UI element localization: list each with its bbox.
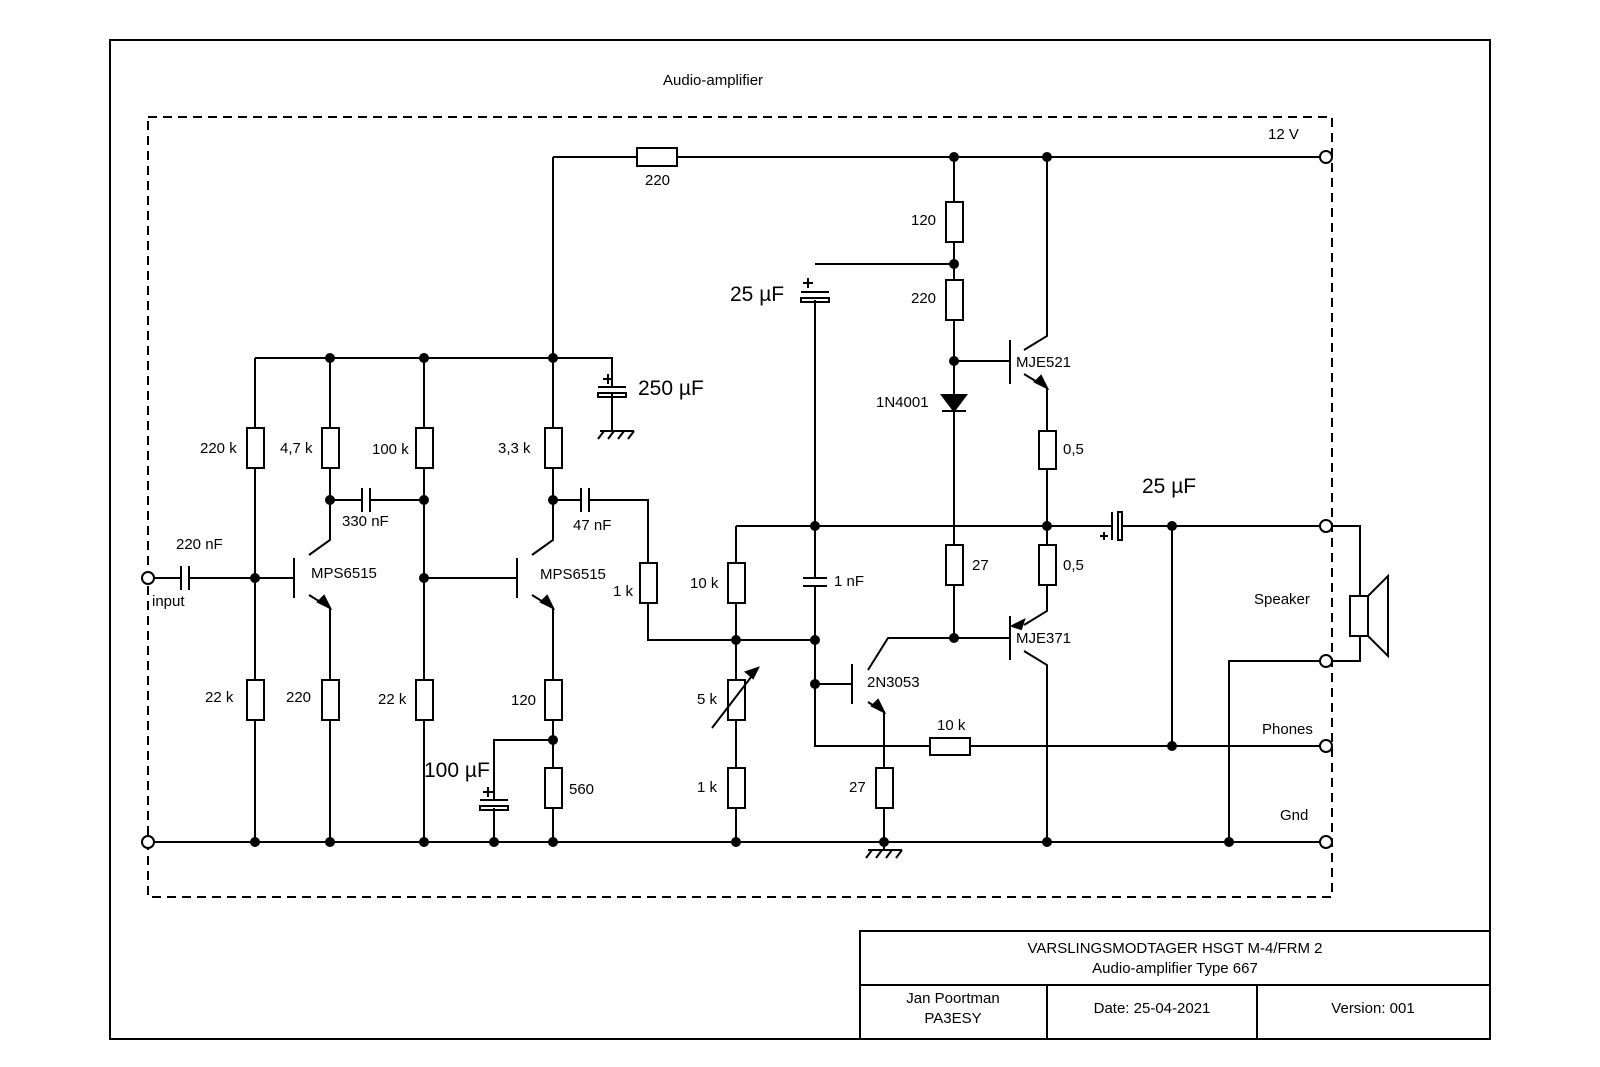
capacitor-330nf (361, 488, 371, 512)
ground-symbol (865, 842, 903, 859)
label-r-feedback: 10 k (937, 717, 966, 734)
label-r-1k-bottom: 1 k (697, 779, 718, 796)
label-q3: MJE521 (1016, 354, 1071, 371)
label-c-output: 25 µF (1142, 475, 1196, 498)
supply-label: 12 V (1268, 126, 1299, 143)
drawing-title: Audio-amplifier (663, 72, 763, 89)
terminals (141, 150, 1333, 849)
label-r-q1-bias-top: 220 k (200, 440, 237, 457)
resistor-q2-collector (544, 427, 563, 469)
label-c-input: 220 nF (176, 536, 223, 553)
capacitor-output (1100, 511, 1123, 541)
capacitor-100uf (479, 787, 509, 811)
capacitor-47nf (580, 488, 590, 512)
resistor-q2-emitter-a (544, 679, 563, 721)
title-block-author: Jan Poortman (906, 990, 999, 1007)
label-diode: 1N4001 (876, 394, 929, 411)
label-gnd: Gnd (1280, 807, 1308, 824)
label-r-q1-emitter: 220 (286, 689, 311, 706)
speaker-terminal-b (1319, 654, 1333, 668)
title-block-date: Date: 25-04-2021 (1094, 1000, 1211, 1017)
title-block: VARSLINGSMODTAGER HSGT M-4/FRM 2 Audio-a… (859, 930, 1491, 1040)
resistor-q5-emitter (875, 767, 894, 809)
labels: input Speaker Phones Gnd MPS6515 MPS6515… (152, 172, 1313, 824)
label-r-out-120: 120 (911, 212, 936, 229)
resistor-emitter-bot (1038, 544, 1057, 586)
potentiometer-5k (727, 679, 746, 721)
gnd-terminal-right (1319, 835, 1333, 849)
label-speaker: Speaker (1254, 591, 1310, 608)
drawing-frame (109, 39, 1491, 1040)
label-r-q2-collector: 3,3 k (498, 440, 531, 457)
label-c-coupling: 330 nF (342, 513, 389, 530)
resistor-10k-top (727, 562, 746, 604)
label-r-emitter-bot: 0,5 (1063, 557, 1084, 574)
resistor-1k-bottom (727, 767, 746, 809)
capacitor-1nf (803, 577, 827, 587)
resistor-series-1k (639, 562, 658, 604)
resistor-q2-bias-bot (415, 679, 434, 721)
label-c-bootstrap: 25 µF (730, 283, 784, 306)
resistor-supply (636, 147, 678, 167)
resistor-q1-bias-bot (246, 679, 265, 721)
speaker-icon (1349, 573, 1389, 659)
resistor-q1-collector (321, 427, 340, 469)
label-r-q2-emitter-a: 120 (511, 692, 536, 709)
resistor-220 (945, 279, 964, 321)
input-terminal (141, 571, 155, 585)
resistor-q2-emitter-b (544, 767, 563, 809)
label-c-emitter: 100 µF (424, 759, 490, 782)
label-phones: Phones (1262, 721, 1313, 738)
label-r-q2-emitter-b: 560 (569, 781, 594, 798)
capacitor-bootstrap (800, 278, 830, 303)
label-q5: 2N3053 (867, 674, 920, 691)
resistor-120 (945, 201, 964, 243)
label-r-q2-bias-top: 100 k (372, 441, 409, 458)
capacitor-250uf (597, 374, 627, 398)
resistor-q1-bias-top (246, 427, 265, 469)
diode-1n4001 (940, 394, 968, 413)
resistor-q2-bias-top (415, 427, 434, 469)
resistor-27 (945, 544, 964, 586)
wiring (155, 156, 1361, 843)
label-r-out-220: 220 (911, 290, 936, 307)
label-input: input (152, 593, 185, 610)
amplifier-boundary (147, 116, 1333, 898)
label-c-1n: 1 nF (834, 573, 864, 590)
label-r-out-27: 27 (972, 557, 989, 574)
capacitor-input (180, 566, 190, 590)
label-r-q1-bias-bot: 22 k (205, 689, 234, 706)
title-block-callsign: PA3ESY (924, 1010, 981, 1027)
label-r-q5-emitter: 27 (849, 779, 866, 796)
label-q2: MPS6515 (540, 566, 606, 583)
label-c-decouple: 250 µF (638, 377, 704, 400)
label-q1: MPS6515 (311, 565, 377, 582)
resistor-q1-emitter (321, 679, 340, 721)
title-block-line2: Audio-amplifier Type 667 (1092, 960, 1258, 977)
resistor-emitter-top (1038, 430, 1057, 470)
supply-terminal (1319, 150, 1333, 164)
label-r-series-1k: 1 k (613, 583, 634, 600)
label-r-emitter-top: 0,5 (1063, 441, 1084, 458)
phones-terminal (1319, 739, 1333, 753)
title-block-version: Version: 001 (1331, 1000, 1414, 1017)
resistor-feedback (929, 737, 971, 756)
components (180, 147, 1389, 859)
junctions (250, 152, 1234, 847)
speaker-terminal-a (1319, 519, 1333, 533)
gnd-terminal-left (141, 835, 155, 849)
label-r-10k-top: 10 k (690, 575, 719, 592)
title-block-line1: VARSLINGSMODTAGER HSGT M-4/FRM 2 (1027, 940, 1322, 957)
label-r-supply: 220 (645, 172, 670, 189)
label-c-47: 47 nF (573, 517, 611, 534)
label-r-q1-collector: 4,7 k (280, 440, 313, 457)
label-q4: MJE371 (1016, 630, 1071, 647)
label-r-q2-bias-bot: 22 k (378, 691, 407, 708)
label-r-pot: 5 k (697, 691, 718, 708)
